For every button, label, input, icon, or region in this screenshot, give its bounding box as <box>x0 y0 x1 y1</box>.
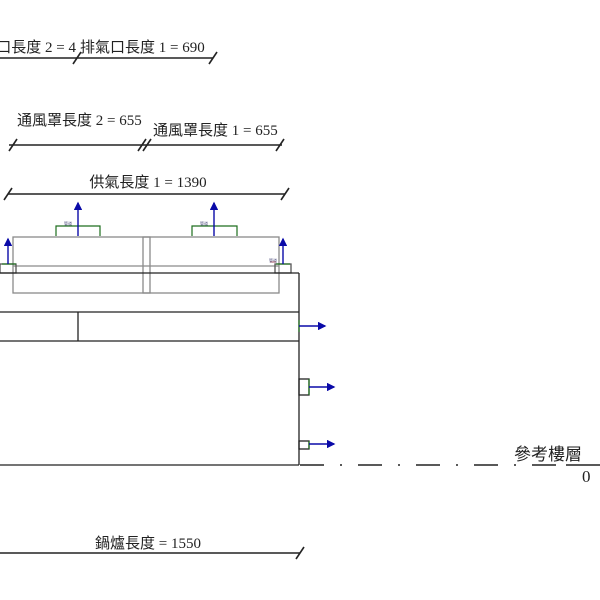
duct-connector-top-2[interactable]: 管道 <box>191 201 238 236</box>
connector-label: 管道 <box>200 220 208 226</box>
dimension-exhaust[interactable] <box>0 51 218 65</box>
dimension-supply[interactable] <box>3 187 290 201</box>
connector-label: 管道 <box>64 220 72 226</box>
level-name[interactable]: 參考樓層 <box>514 445 582 464</box>
dimension-hood[interactable] <box>8 138 285 152</box>
dimension-boiler[interactable] <box>0 546 305 560</box>
dimension-label-supply[interactable]: 供氣長度 1 = 1390 <box>89 174 206 191</box>
dimension-tick <box>208 51 218 65</box>
duct-connector-top-1[interactable]: 管道 <box>55 201 101 236</box>
pipe-connector-side-2[interactable] <box>308 379 336 395</box>
dimension-label-boiler[interactable]: 鍋爐長度 = 1550 <box>95 535 201 552</box>
dimension-label-hood-1[interactable]: 通風罩長度 1 = 655 <box>153 122 278 139</box>
duct-connector-left[interactable] <box>2 237 16 265</box>
boiler-body[interactable] <box>0 272 310 466</box>
dimension-label-hood-2[interactable]: 通風罩長度 2 = 655 <box>17 112 142 129</box>
dimension-label-exhaust-2[interactable]: 氣口長度 2 = 4 <box>0 39 76 56</box>
duct-connector-right[interactable]: 管道 <box>269 237 290 265</box>
dimension-label-exhaust-1[interactable]: 排氣口長度 1 = 690 <box>80 39 205 56</box>
hood-outline[interactable] <box>0 236 292 294</box>
level-elevation[interactable]: 0 <box>582 467 591 486</box>
pipe-connector-side-1[interactable] <box>298 320 327 332</box>
dimension-tick <box>72 51 82 65</box>
connector-label: 管道 <box>269 257 277 263</box>
pipe-connector-side-3[interactable] <box>308 439 336 449</box>
